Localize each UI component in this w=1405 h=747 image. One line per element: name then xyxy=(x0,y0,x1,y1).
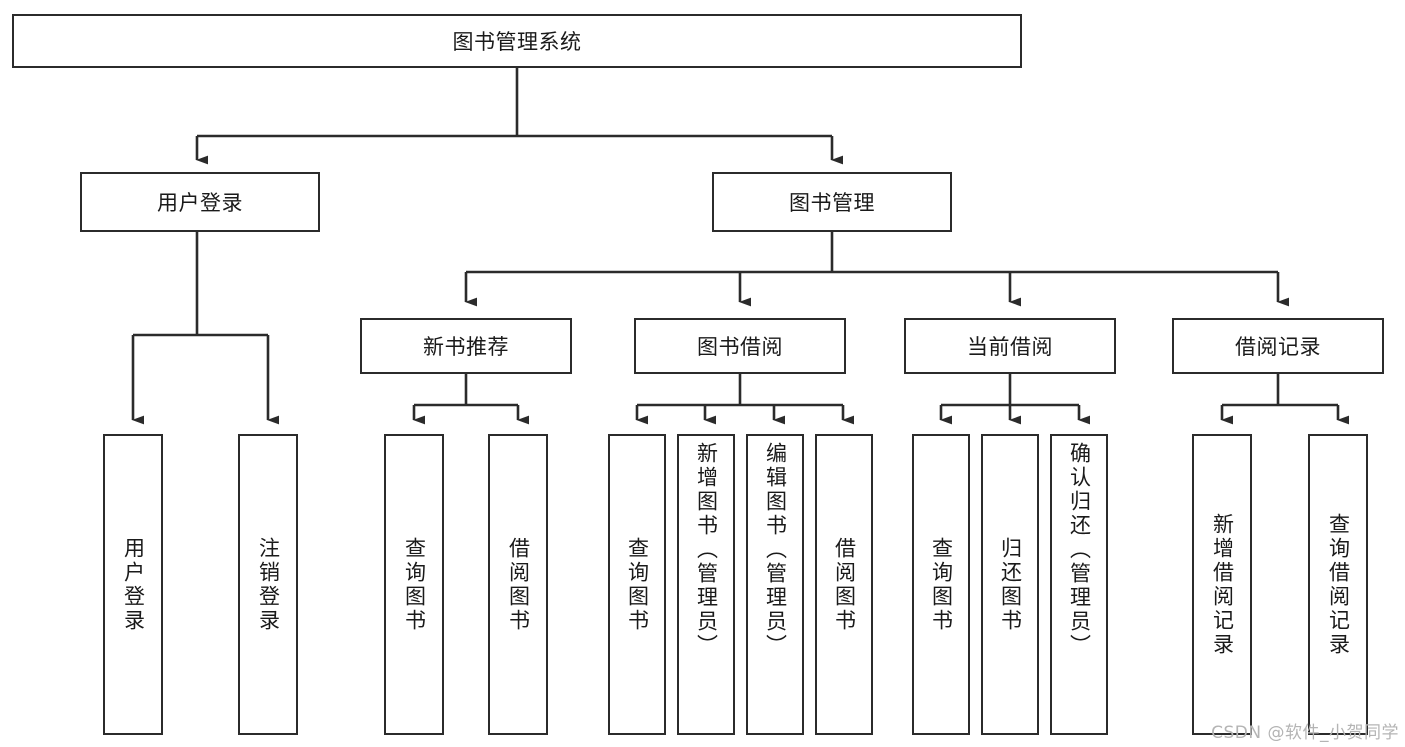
node-current-borrow-label: 当前借阅 xyxy=(967,335,1053,359)
node-book-borrow[interactable]: 图书借阅 xyxy=(634,318,846,374)
leaf-query-record[interactable]: 查询借阅记录 xyxy=(1308,434,1368,735)
leaf-query-book-b[interactable]: 查询图书 xyxy=(608,434,666,735)
leaf-borrow-book-b-label: 借阅图书 xyxy=(832,536,857,633)
leaf-logout-label: 注销登录 xyxy=(256,536,281,633)
node-borrow-record[interactable]: 借阅记录 xyxy=(1172,318,1384,374)
leaf-confirm-return-label: 确认归还（管理员） xyxy=(1067,442,1092,658)
node-book-borrow-label: 图书借阅 xyxy=(697,335,783,359)
leaf-borrow-book-a[interactable]: 借阅图书 xyxy=(488,434,548,735)
leaf-logout[interactable]: 注销登录 xyxy=(238,434,298,735)
leaf-add-book-label: 新增图书（管理员） xyxy=(694,442,719,658)
leaf-user-login-label: 用户登录 xyxy=(121,536,146,633)
node-borrow-record-label: 借阅记录 xyxy=(1235,335,1321,359)
leaf-query-book-a[interactable]: 查询图书 xyxy=(384,434,444,735)
leaf-borrow-book-b[interactable]: 借阅图书 xyxy=(815,434,873,735)
node-root[interactable]: 图书管理系统 xyxy=(12,14,1022,68)
node-user-login[interactable]: 用户登录 xyxy=(80,172,320,232)
leaf-query-record-label: 查询借阅记录 xyxy=(1326,512,1351,657)
leaf-borrow-book-a-label: 借阅图书 xyxy=(506,536,531,633)
leaf-query-book-c-label: 查询图书 xyxy=(929,536,954,633)
leaf-edit-book-label: 编辑图书（管理员） xyxy=(763,442,788,658)
leaf-query-book-a-label: 查询图书 xyxy=(402,536,427,633)
leaf-return-book[interactable]: 归还图书 xyxy=(981,434,1039,735)
csdn-watermark: CSDN @软件_小贺同学 xyxy=(1211,723,1399,743)
leaf-query-book-b-label: 查询图书 xyxy=(625,536,650,633)
leaf-edit-book[interactable]: 编辑图书（管理员） xyxy=(746,434,804,735)
node-new-book-recommend[interactable]: 新书推荐 xyxy=(360,318,572,374)
leaf-user-login[interactable]: 用户登录 xyxy=(103,434,163,735)
leaf-query-book-c[interactable]: 查询图书 xyxy=(912,434,970,735)
leaf-return-book-label: 归还图书 xyxy=(998,536,1023,633)
node-book-manage[interactable]: 图书管理 xyxy=(712,172,952,232)
node-current-borrow[interactable]: 当前借阅 xyxy=(904,318,1116,374)
leaf-add-book[interactable]: 新增图书（管理员） xyxy=(677,434,735,735)
node-user-login-label: 用户登录 xyxy=(157,191,243,215)
leaf-add-record-label: 新增借阅记录 xyxy=(1210,512,1235,657)
leaf-add-record[interactable]: 新增借阅记录 xyxy=(1192,434,1252,735)
node-root-label: 图书管理系统 xyxy=(452,30,582,54)
node-new-book-recommend-label: 新书推荐 xyxy=(423,335,509,359)
node-book-manage-label: 图书管理 xyxy=(789,191,875,215)
leaf-confirm-return[interactable]: 确认归还（管理员） xyxy=(1050,434,1108,735)
